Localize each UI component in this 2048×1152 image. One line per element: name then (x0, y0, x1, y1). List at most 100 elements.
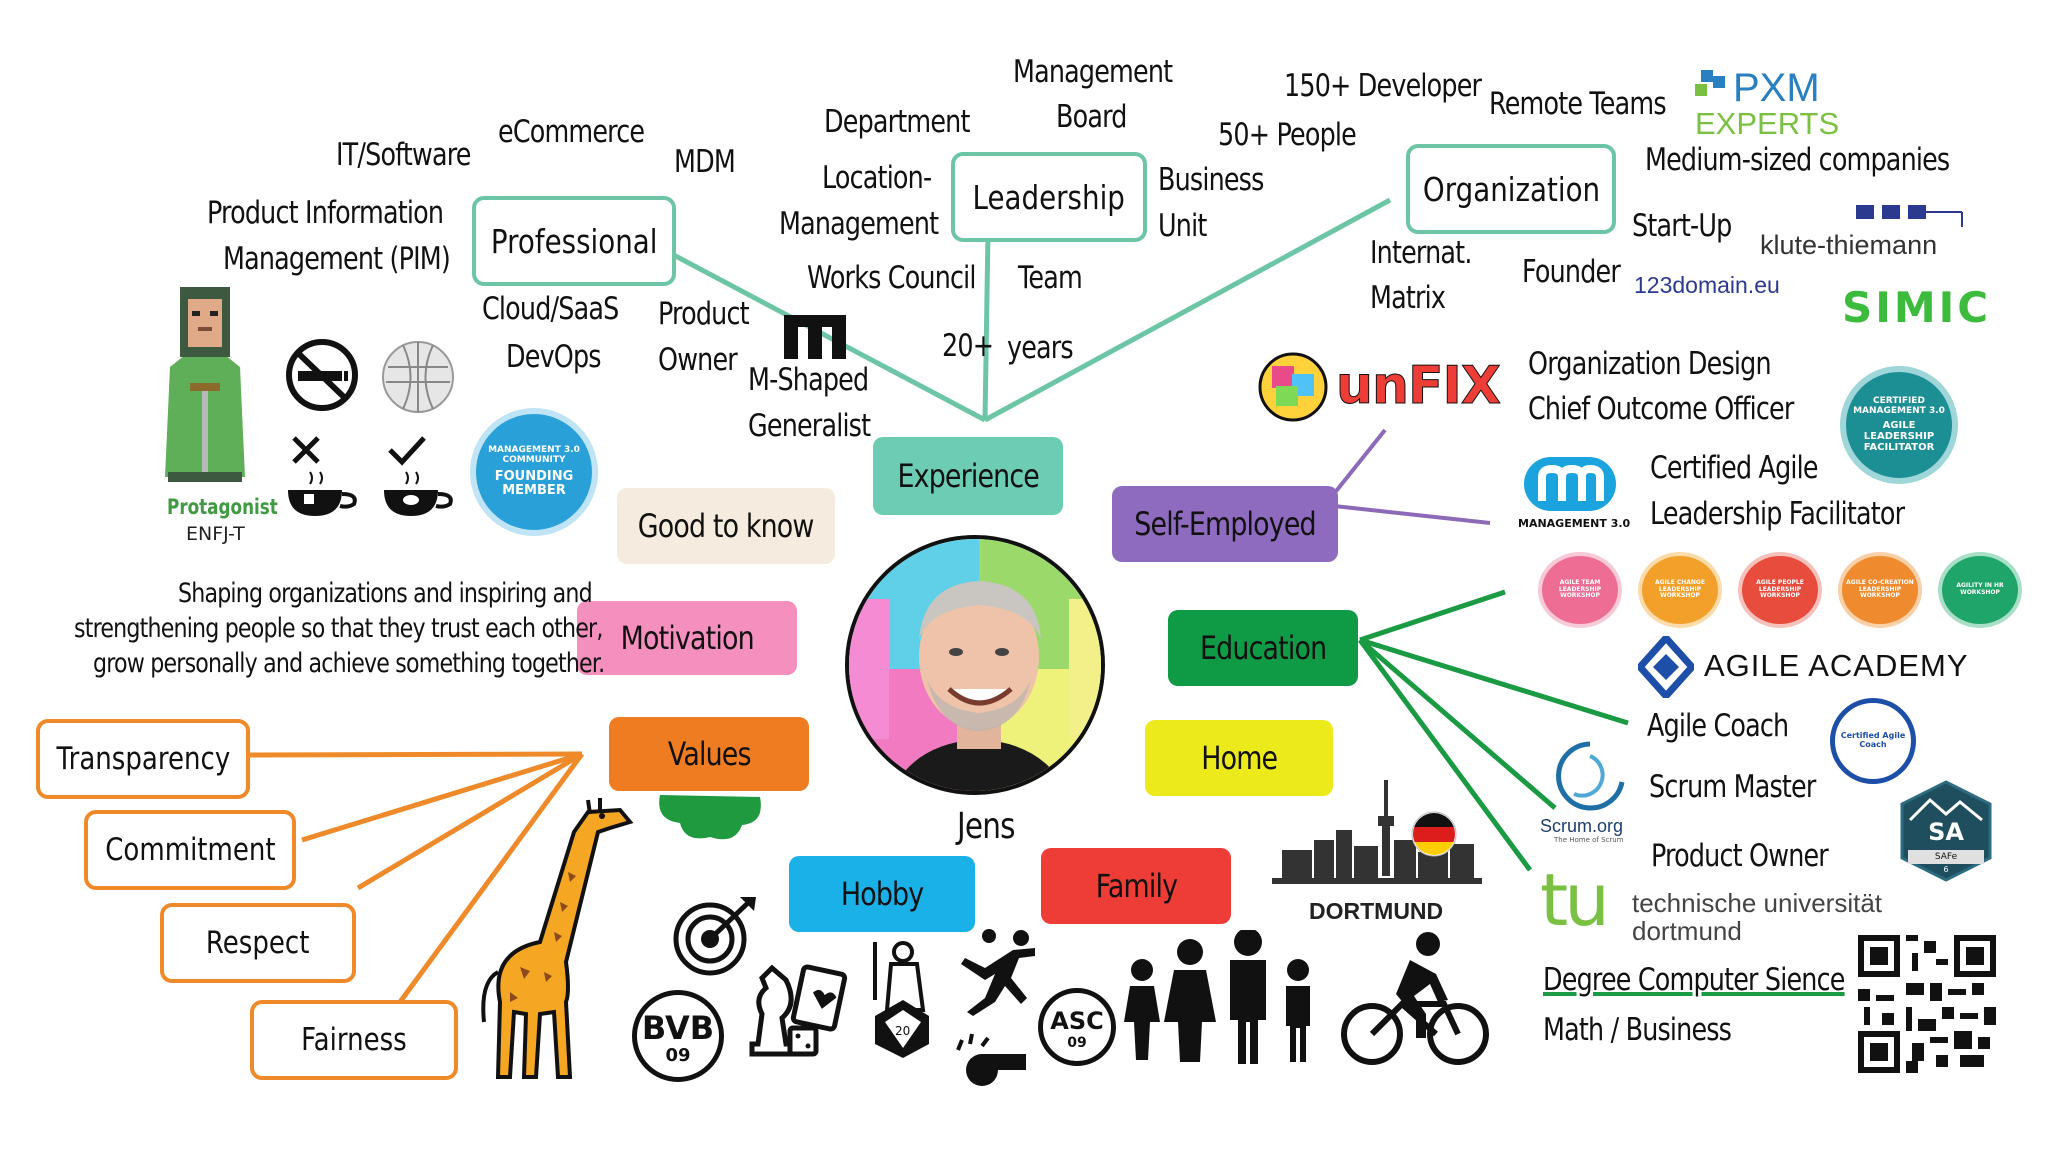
city-label: DORTMUND (1309, 898, 1444, 924)
value-commitment[interactable]: Commitment (84, 810, 296, 890)
professional-box[interactable]: Professional (472, 196, 676, 286)
m30-role-1: Certified Agile (1650, 450, 1819, 486)
term-management: Management (1013, 54, 1173, 90)
family-icon (1124, 930, 1310, 1064)
term-location-mgmt: Management (779, 206, 939, 242)
whistle-icon (956, 1033, 1026, 1086)
safe-badge: SA SAFe 6 (1898, 780, 1994, 882)
giraffe-icon (481, 798, 634, 1079)
m30-role-2: Leadership Facilitator (1650, 496, 1905, 532)
unfix-role-2: Chief Outcome Officer (1528, 391, 1794, 427)
value-fairness[interactable]: Fairness (250, 1000, 458, 1080)
motivation-line-1: Shaping organizations and inspiring and (178, 578, 593, 609)
term-m-shaped: M-Shaped (748, 362, 869, 398)
term-department: Department (824, 104, 970, 140)
node-good-to-know[interactable]: Good to know (617, 488, 835, 564)
term-medium-companies: Medium-sized companies (1645, 142, 1950, 178)
term-it-software: IT/Software (336, 137, 471, 173)
term-remote-teams: Remote Teams (1489, 86, 1667, 122)
term-years: years (1007, 330, 1074, 366)
workshop-badge-team: AGILE TEAM LEADERSHIP WORKSHOP (1538, 552, 1622, 628)
certified-agile-coach-badge: Certified Agile Coach (1830, 698, 1916, 784)
m-shaped-icon (784, 315, 846, 359)
m30-founding-member-badge: MANAGEMENT 3.0 COMMUNITY FOUNDING MEMBER (470, 408, 598, 536)
cyclist-icon (1341, 932, 1489, 1065)
term-generalist: Generalist (748, 408, 871, 444)
portrait (845, 535, 1105, 795)
board-games-icon (749, 964, 848, 1057)
motivation-line-3: grow personally and achieve something to… (93, 648, 605, 679)
term-150-developer: 150+ Developer (1284, 68, 1482, 104)
degree-subject: Math / Business (1543, 1012, 1732, 1048)
node-motivation[interactable]: Motivation (577, 601, 797, 675)
unfix-mark-icon (1258, 352, 1328, 422)
edu-agile-coach: Agile Coach (1647, 708, 1789, 744)
node-experience[interactable]: Experience (873, 437, 1063, 515)
term-devops: DevOps (506, 339, 602, 375)
dortmund-skyline-icon (1272, 780, 1482, 884)
term-business: Business (1158, 162, 1264, 198)
target-icon (673, 897, 756, 976)
node-values[interactable]: Values (609, 717, 809, 791)
svg-text:20: 20 (895, 1024, 910, 1038)
node-home[interactable]: Home (1145, 720, 1333, 796)
personality-label: Protagonist (167, 495, 278, 519)
asc-club-icon: ASC 09 (1038, 988, 1116, 1066)
center-name: Jens (957, 806, 1016, 847)
personality-type: ENFJ-T (186, 523, 245, 545)
term-product: Product (658, 296, 750, 332)
scrum-org-logo: Scrum.org The Home of Scrum (1540, 738, 1640, 848)
leadership-box[interactable]: Leadership (951, 152, 1147, 242)
term-owner: Owner (658, 342, 738, 378)
motivation-line-2: strengthening people so that they trust … (74, 613, 603, 644)
term-pim-1: Product Information (207, 195, 444, 231)
node-hobby[interactable]: Hobby (789, 856, 975, 932)
term-internat: Internat. (1370, 235, 1472, 271)
term-unit: Unit (1158, 208, 1207, 244)
workshop-badge-change: AGILE CHANGE LEADERSHIP WORKSHOP (1638, 552, 1722, 628)
term-location: Location- (822, 160, 932, 196)
handball-icon (961, 929, 1035, 1016)
unfix-role-1: Organization Design (1528, 346, 1772, 382)
term-start-up: Start-Up (1632, 208, 1732, 244)
workshop-badge-cocreation: AGILE CO-CREATION LEADERSHIP WORKSHOP (1838, 552, 1922, 628)
protagonist-avatar (165, 287, 245, 482)
term-works-council: Works Council (807, 260, 976, 296)
123domain-logo: 123domain.eu (1634, 272, 1780, 298)
m30-mark-icon (1524, 457, 1616, 511)
agile-leadership-facilitator-badge: CERTIFIED MANAGEMENT 3.0 AGILE LEADERSHI… (1840, 366, 1958, 484)
coffee-icon (384, 436, 453, 516)
cloud-icon (659, 795, 761, 840)
bvb-logo-icon: BVB 09 (632, 990, 724, 1082)
safe-shield-icon (1900, 780, 1992, 882)
degree-title: Degree Computer Sience (1543, 962, 1845, 998)
klute-thiemann-mark-icon (1856, 205, 1963, 227)
term-mdm: MDM (674, 144, 736, 180)
d20-dice-icon: 20 (873, 941, 929, 1058)
term-20plus: 20+ (942, 328, 994, 364)
term-board: Board (1056, 99, 1127, 135)
node-education[interactable]: Education (1168, 610, 1358, 686)
term-cloud-saas: Cloud/SaaS (482, 291, 619, 327)
scrum-org-mark-icon (1556, 741, 1625, 811)
tu-mark: tu (1540, 858, 1610, 942)
term-founder: Founder (1522, 254, 1621, 290)
value-respect[interactable]: Respect (160, 903, 356, 983)
node-self-employed[interactable]: Self-Employed (1112, 486, 1338, 562)
term-50-people: 50+ People (1218, 117, 1357, 153)
simic-logo: SIMIC (1842, 283, 1992, 332)
term-matrix: Matrix (1370, 280, 1446, 316)
workshop-badge-hr: AGILITY IN HR WORKSHOP (1938, 552, 2022, 628)
term-pim-2: Management (PIM) (223, 241, 451, 277)
edu-product-owner: Product Owner (1651, 838, 1829, 874)
no-smoking-icon (286, 339, 358, 411)
agile-academy-mark-icon (1638, 636, 1694, 698)
value-transparency[interactable]: Transparency (36, 719, 250, 799)
wikipedia-icon (382, 341, 454, 413)
organization-box[interactable]: Organization (1406, 144, 1616, 234)
term-ecommerce: eCommerce (498, 114, 645, 150)
node-family[interactable]: Family (1041, 848, 1231, 924)
no-tea-icon (288, 436, 357, 516)
pxm-mark-icon (1695, 70, 1725, 96)
